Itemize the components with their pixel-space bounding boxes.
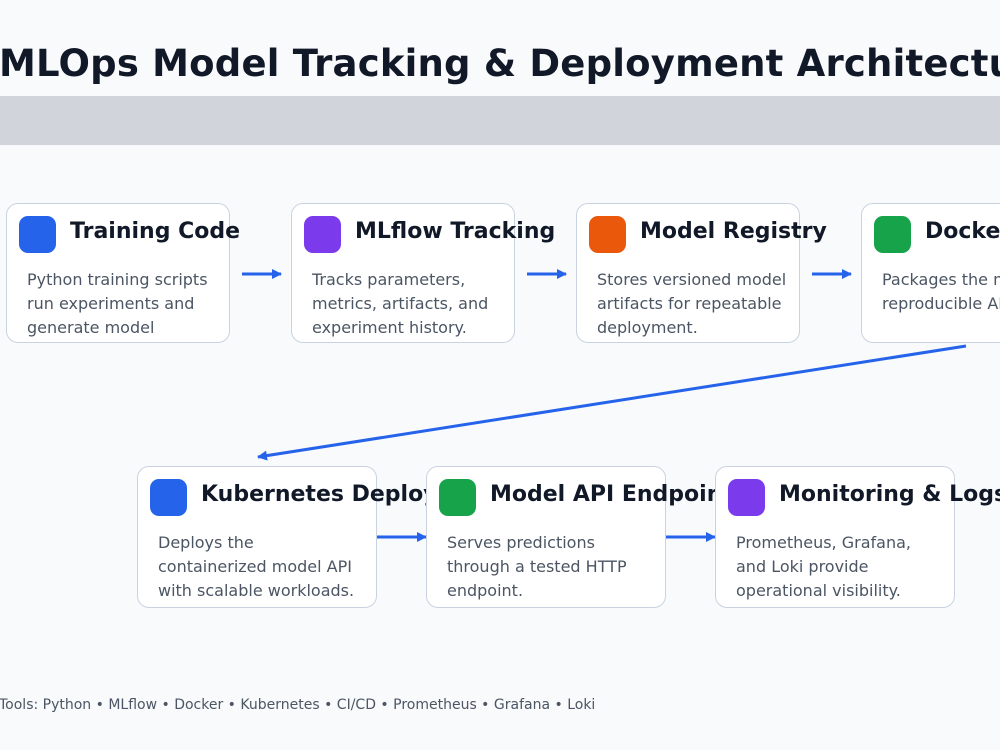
- tools-footer: Tools: Python • MLflow • Docker • Kubern…: [0, 697, 596, 713]
- arrow-docker-to-kubernetes: [257, 344, 967, 461]
- stage-title: Model API Endpoint: [490, 482, 733, 507]
- stage-description: Tracks parameters, metrics, artifacts, a…: [312, 270, 489, 337]
- stage-card-kubernetes-deployment: Kubernetes Deployment Deploys the contai…: [137, 466, 502, 608]
- stage-icon: [19, 216, 56, 253]
- stage-card-mlflow-tracking: MLflow Tracking Tracks parameters, metri…: [291, 203, 555, 343]
- stage-icon: [874, 216, 911, 253]
- stage-icon: [439, 479, 476, 516]
- stage-description: Packages the model as a reproducible API…: [882, 270, 1000, 313]
- stage-title: MLflow Tracking: [355, 219, 556, 244]
- stage-title: Model Registry: [640, 219, 827, 244]
- stage-card-model-api-endpoint: Model API Endpoint Serves predictions th…: [426, 466, 733, 608]
- stage-description: Python training scripts run experiments …: [27, 270, 208, 337]
- stage-icon: [304, 216, 341, 253]
- stage-title: Docker: [925, 219, 1000, 244]
- stage-card-monitoring-logs: Monitoring & Logs Prometheus, Grafana, a…: [715, 466, 1000, 608]
- stage-title: Monitoring & Logs: [779, 482, 1000, 507]
- page-title: MLOps Model Tracking & Deployment Archit…: [0, 42, 1000, 85]
- stage-card-docker: Docker Packages the model as a reproduci…: [861, 203, 1000, 343]
- stage-title: Training Code: [70, 219, 241, 244]
- stage-card-model-registry: Model Registry Stores versioned model ar…: [576, 203, 827, 343]
- stage-icon: [728, 479, 765, 516]
- stage-icon: [150, 479, 187, 516]
- stage-card-training-code: Training Code Python training scripts ru…: [6, 203, 240, 343]
- stage-description: Serves predictions through a tested HTTP…: [447, 533, 627, 600]
- stage-icon: [589, 216, 626, 253]
- stage-description: Deploys the containerized model API with…: [158, 533, 355, 600]
- stage-description: Stores versioned model artifacts for rep…: [597, 270, 787, 337]
- stage-description: Prometheus, Grafana, and Loki provide op…: [736, 533, 911, 600]
- header-band: [0, 96, 1000, 145]
